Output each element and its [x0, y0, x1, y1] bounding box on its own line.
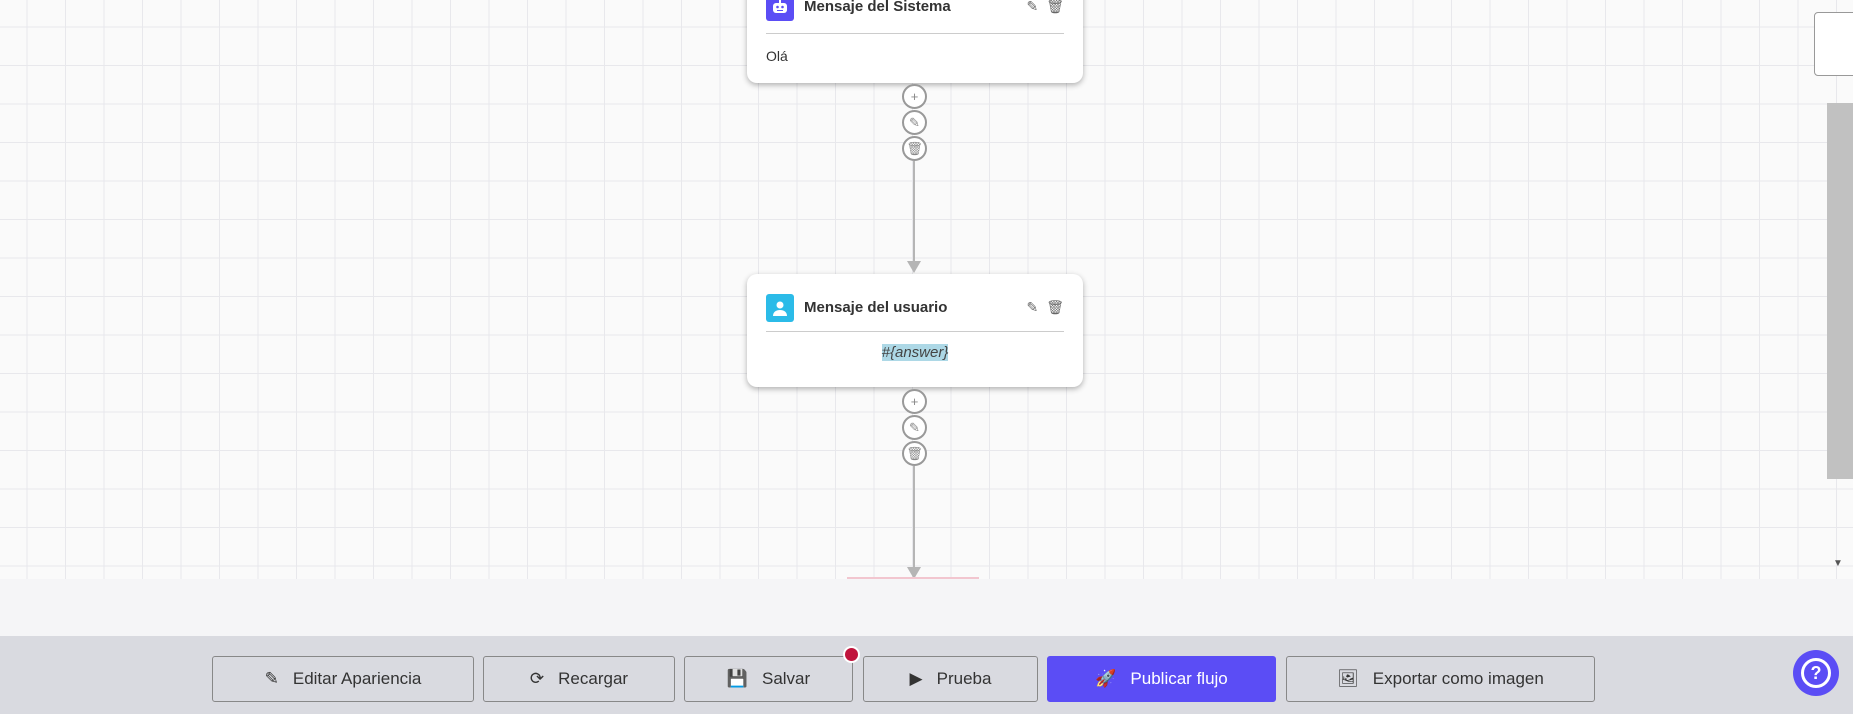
connector-line	[913, 161, 915, 261]
robot-icon	[766, 0, 794, 21]
flow-canvas[interactable]: Mensaje del Sistema ✎ 🗑 Olá + ✎ 🗑 Mensaj…	[0, 0, 1853, 579]
arrow-head	[907, 261, 921, 273]
connector-line	[913, 466, 915, 568]
button-label: Publicar flujo	[1130, 669, 1228, 688]
edit-appearance-button[interactable]: ✎ Editar Apariencia	[212, 656, 474, 702]
edit-connection-icon[interactable]: ✎	[902, 415, 927, 440]
help-button[interactable]: ?	[1793, 650, 1839, 696]
trash-icon[interactable]: 🗑	[1046, 0, 1064, 14]
arrow-head	[907, 567, 921, 579]
scrollbar-thumb[interactable]	[1827, 103, 1853, 479]
export-image-button[interactable]: 🖼 Exportar como imagen	[1286, 656, 1595, 702]
question-icon: ?	[1801, 658, 1831, 688]
minimap[interactable]	[1814, 12, 1853, 76]
test-button[interactable]: ▶ Prueba	[863, 656, 1038, 702]
node-title: Mensaje del Sistema	[804, 0, 951, 15]
image-icon: 🖼	[1337, 669, 1359, 688]
pencil-icon[interactable]: ✎	[1026, 299, 1039, 315]
button-label: Salvar	[761, 669, 811, 688]
user-icon	[766, 293, 794, 322]
trash-icon[interactable]: 🗑	[1046, 299, 1064, 315]
node-user-message[interactable]: Mensaje del usuario ✎ 🗑 #{answer}	[747, 274, 1083, 387]
button-label: Recargar	[558, 669, 629, 688]
node-body: #{answer}	[881, 344, 949, 361]
pencil-icon[interactable]: ✎	[1026, 0, 1039, 14]
unsaved-indicator	[843, 646, 860, 663]
node-title: Mensaje del usuario	[804, 299, 948, 316]
delete-connection-icon[interactable]: 🗑	[902, 441, 927, 466]
next-node-edge	[847, 577, 979, 579]
rocket-icon: 🚀	[1095, 669, 1117, 688]
button-label: Prueba	[936, 669, 992, 688]
add-node-icon[interactable]: +	[902, 389, 927, 414]
edit-connection-icon[interactable]: ✎	[902, 110, 927, 135]
add-node-icon[interactable]: +	[902, 84, 927, 109]
save-button[interactable]: 💾 Salvar	[684, 656, 853, 702]
play-icon: ▶	[909, 669, 923, 688]
scroll-down-arrow-icon[interactable]: ▼	[1833, 558, 1843, 569]
save-icon: 💾	[726, 669, 748, 688]
bottom-toolbar: ✎ Editar Apariencia ⟳ Recargar 💾 Salvar ▶ Pr…	[0, 636, 1853, 714]
refresh-icon: ⟳	[529, 669, 545, 688]
button-label: Editar Apariencia	[292, 669, 422, 688]
node-body: Olá	[766, 48, 788, 64]
publish-flow-button[interactable]: 🚀 Publicar flujo	[1047, 656, 1276, 702]
reload-button[interactable]: ⟳ Recargar	[483, 656, 675, 702]
button-label: Exportar como imagen	[1372, 669, 1544, 688]
node-system-message[interactable]: Mensaje del Sistema ✎ 🗑 Olá	[747, 0, 1083, 83]
delete-connection-icon[interactable]: 🗑	[902, 136, 927, 161]
edit-icon: ✎	[264, 669, 279, 688]
